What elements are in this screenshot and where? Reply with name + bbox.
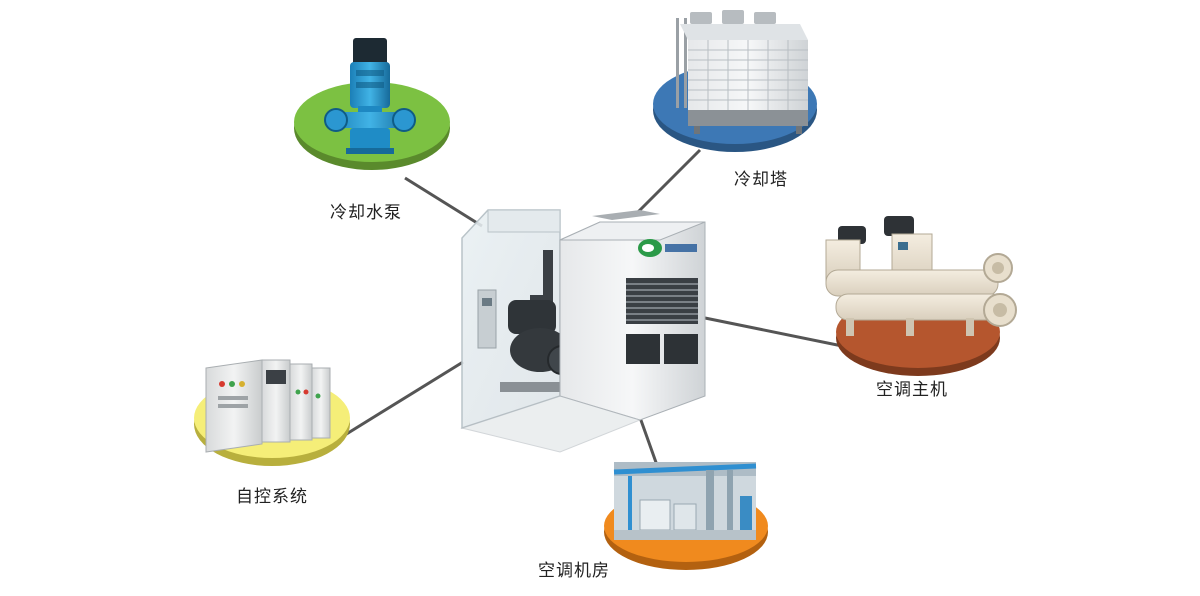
- integrated-cooling-unit: [460, 209, 706, 453]
- label-control-system: 自控系统: [236, 487, 308, 507]
- roof-fan: [592, 210, 660, 220]
- label-cooling-tower: 冷却塔: [734, 170, 788, 190]
- vent-lower-right: [664, 334, 698, 364]
- cooling-pump-node: [294, 38, 450, 170]
- chiller-node: [825, 216, 1017, 376]
- connector-pump: [404, 176, 483, 228]
- label-machine-room: 空调机房: [538, 561, 610, 581]
- connector-tower: [636, 148, 702, 214]
- tower-icon: [676, 10, 808, 134]
- label-cooling-pump: 冷却水泵: [330, 203, 402, 223]
- pump-icon: [324, 38, 416, 154]
- control-system-node: [194, 359, 350, 466]
- machine-room-node: [604, 462, 768, 570]
- connector-control: [339, 360, 464, 440]
- machine-room-photo: [613, 462, 757, 540]
- brand-logo: [638, 239, 697, 257]
- control-cabinet-icon: [205, 359, 331, 453]
- cooling-tower-node: [653, 10, 817, 152]
- louver-upper: [626, 278, 698, 324]
- vent-lower-left: [626, 334, 660, 364]
- connector-chiller: [704, 316, 853, 350]
- chiller-icon: [825, 216, 1017, 336]
- label-chiller: 空调主机: [876, 380, 948, 400]
